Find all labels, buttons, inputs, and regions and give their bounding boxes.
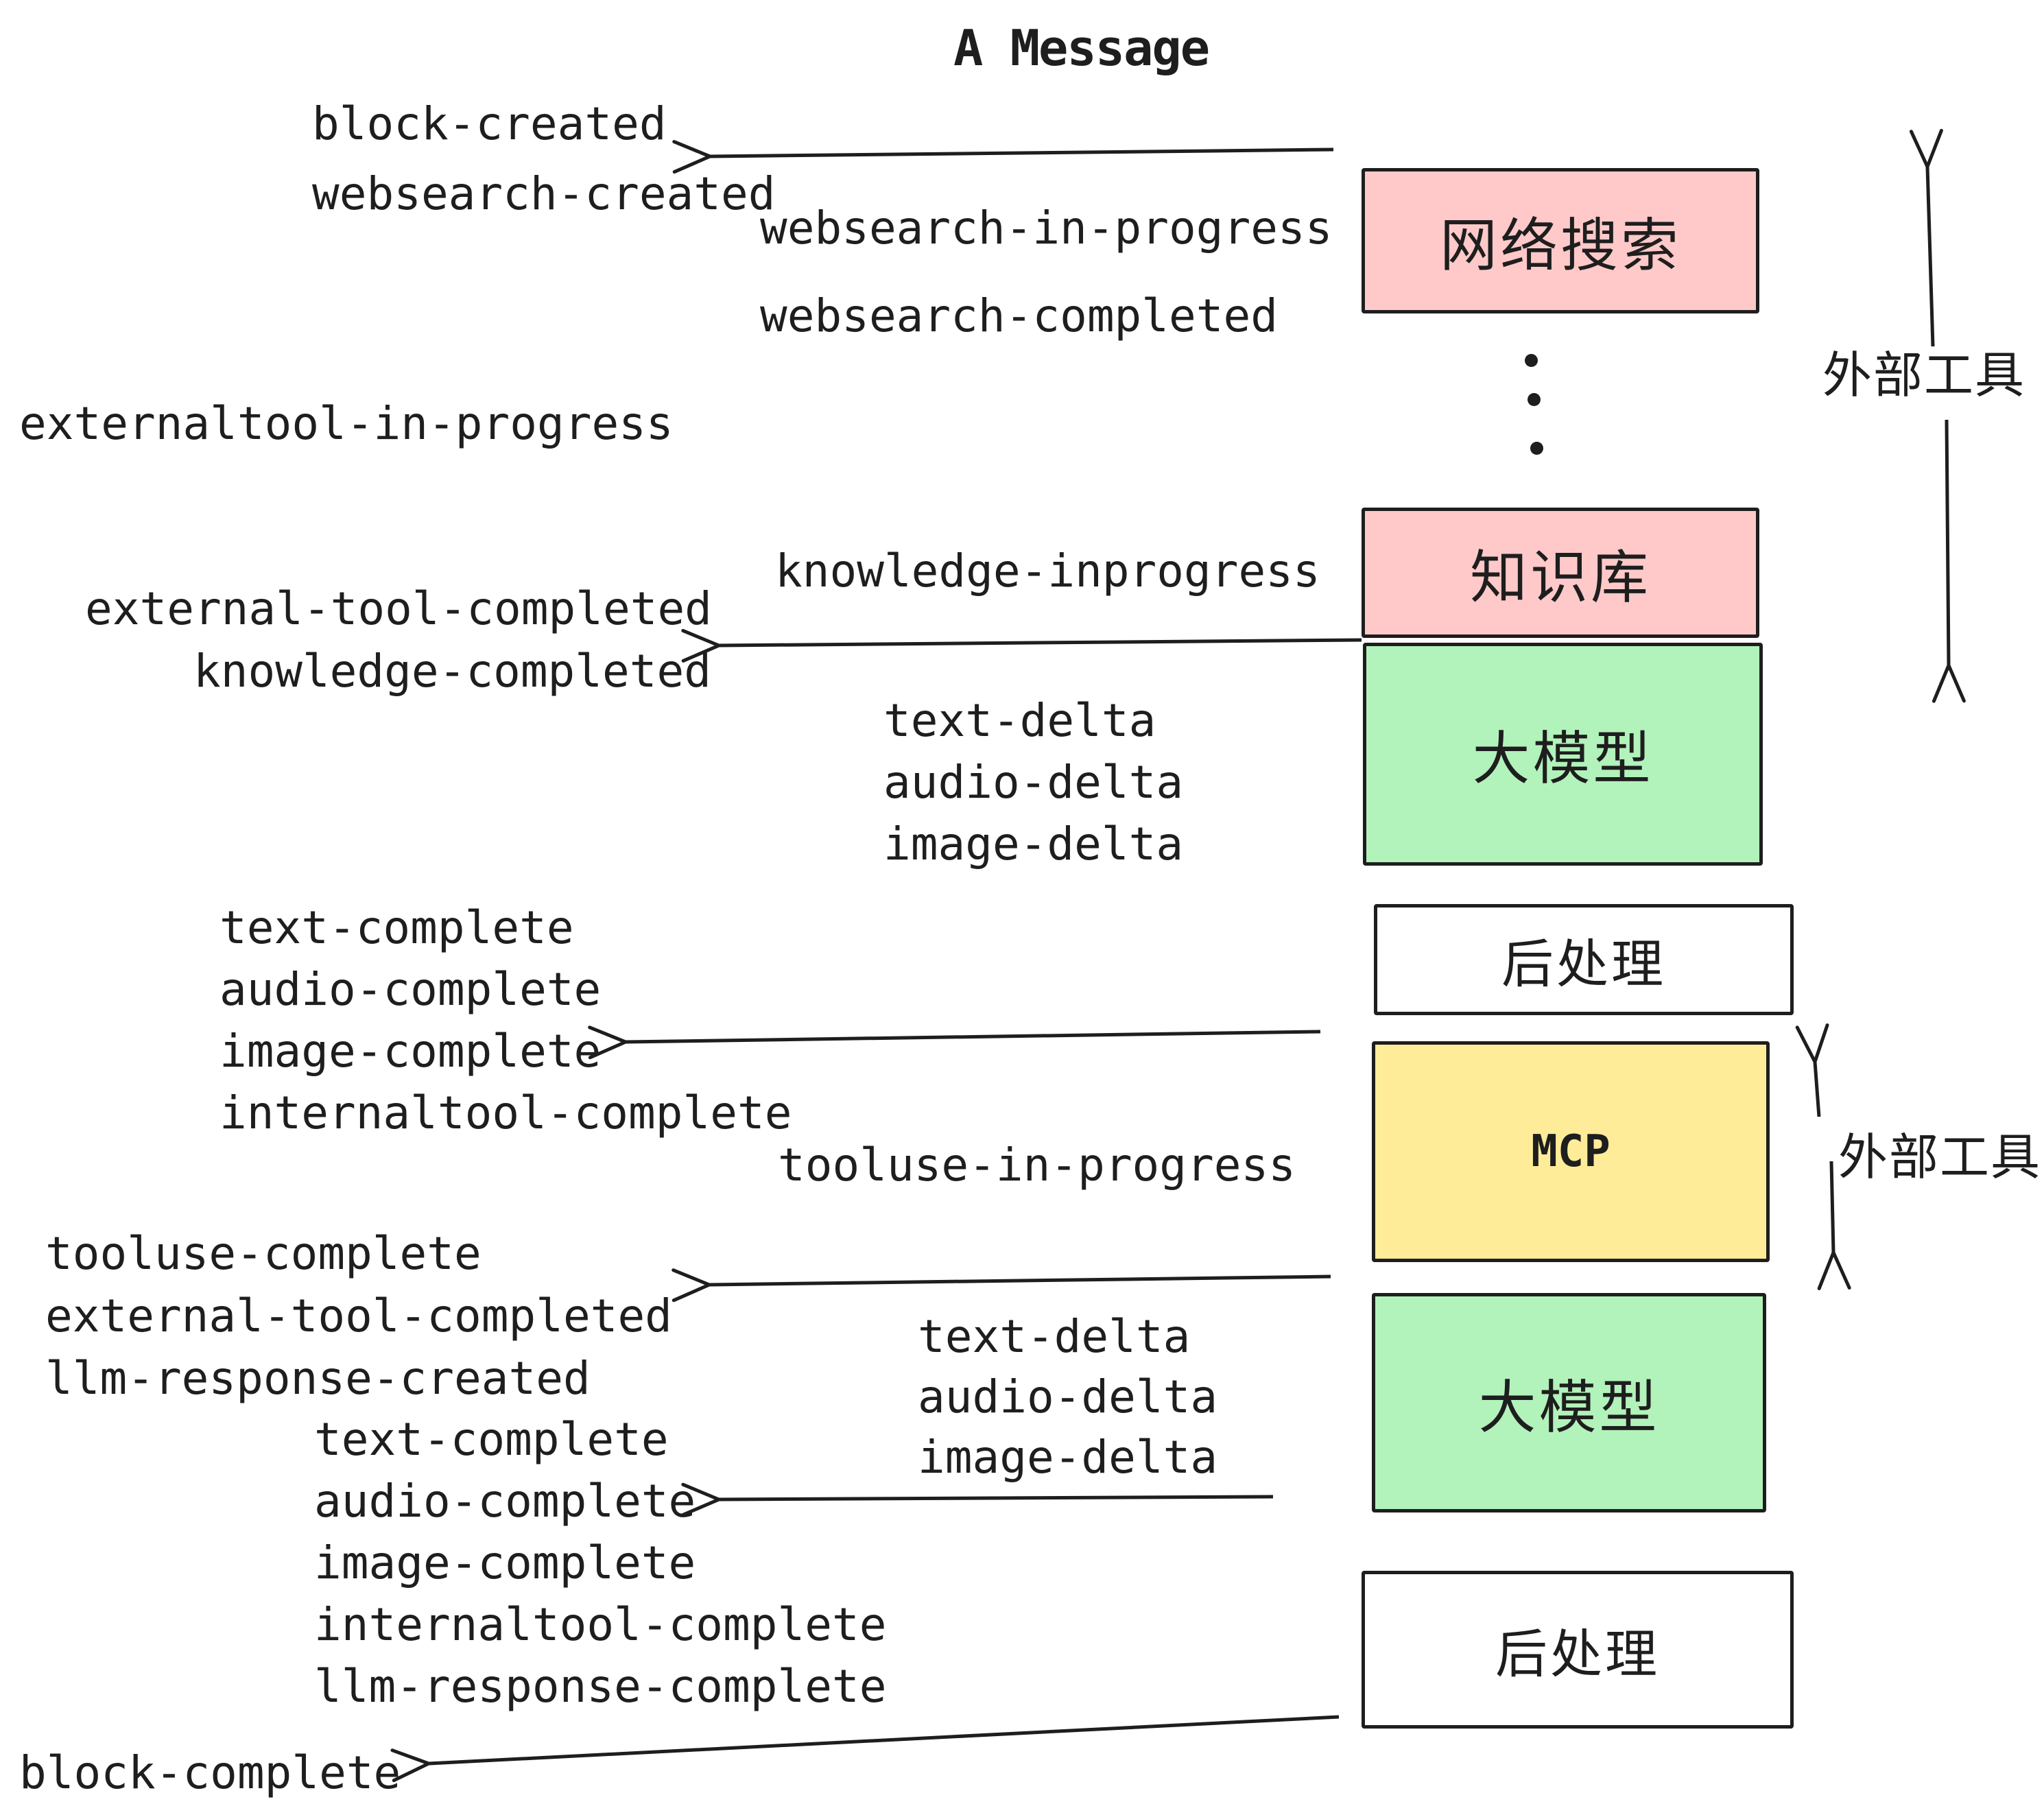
event-text-complete-1: text-complete xyxy=(219,901,574,954)
event-text-complete-2: text-complete xyxy=(314,1413,669,1466)
event-tooluse-in-progress: tooluse-in-progress xyxy=(778,1139,1296,1191)
dot-icon xyxy=(1528,393,1541,406)
event-image-complete-1: image-complete xyxy=(219,1025,602,1078)
event-knowledge-inprogress: knowledge-inprogress xyxy=(775,545,1320,597)
box-knowledge-base: 知识库 xyxy=(1362,508,1759,638)
event-image-complete-2: image-complete xyxy=(314,1536,696,1589)
event-text-delta-1: text-delta xyxy=(883,694,1156,747)
arrow-internal-complete-left xyxy=(588,1025,1321,1060)
arrow-knowledge-completed-left xyxy=(681,628,1362,663)
arrow-websearch-created-left xyxy=(672,140,1334,174)
event-audio-complete-2: audio-complete xyxy=(314,1475,696,1528)
box-postprocess-2-label: 后处理 xyxy=(1495,1624,1660,1685)
box-mcp-label: MCP xyxy=(1531,1126,1611,1177)
event-websearch-completed: websearch-completed xyxy=(760,289,1278,342)
event-image-delta-1: image-delta xyxy=(883,818,1184,870)
arrow-block-complete-left xyxy=(390,1715,1340,1783)
event-image-delta-2: image-delta xyxy=(918,1431,1218,1484)
event-audio-delta-2: audio-delta xyxy=(918,1370,1218,1423)
box-postprocess-2: 后处理 xyxy=(1362,1571,1794,1729)
event-audio-complete-1: audio-complete xyxy=(219,963,602,1016)
box-llm-1-label: 大模型 xyxy=(1472,725,1654,792)
box-postprocess-1: 后处理 xyxy=(1374,904,1794,1015)
event-external-tool-completed: external-tool-completed xyxy=(85,582,712,635)
box-llm-2-label: 大模型 xyxy=(1478,1373,1660,1441)
event-block-complete: block-complete xyxy=(19,1746,401,1799)
arrow-external-tools-down-1 xyxy=(1932,419,1966,703)
box-mcp: MCP xyxy=(1372,1041,1770,1262)
event-internaltool-complete-1: internaltool-complete xyxy=(219,1087,792,1139)
diagram-title: A Message xyxy=(953,19,1210,77)
box-websearch: 网络搜索 xyxy=(1362,168,1759,313)
event-external-tool-completed-2: external-tool-completed xyxy=(45,1290,672,1342)
event-externaltool-in-progress: externaltool-in-progress xyxy=(19,397,674,450)
arrow-external-tools-up-1 xyxy=(1909,128,1943,347)
arrow-tooluse-complete-left xyxy=(672,1268,1331,1303)
box-websearch-label: 网络搜索 xyxy=(1439,211,1681,279)
event-llm-response-created: llm-response-created xyxy=(45,1352,591,1405)
dot-icon xyxy=(1525,354,1538,367)
arrow-external-tools-up-2 xyxy=(1795,1023,1829,1117)
event-websearch-created: websearch-created xyxy=(312,167,776,220)
event-knowledge-completed: knowledge-completed xyxy=(193,645,711,698)
box-llm-2: 大模型 xyxy=(1372,1293,1766,1512)
box-knowledge-base-label: 知识库 xyxy=(1469,543,1651,611)
arrow-llm2-complete-left xyxy=(681,1482,1274,1517)
external-tools-label-1: 外部工具 xyxy=(1822,346,2026,404)
event-block-created: block-created xyxy=(312,97,667,150)
event-audio-delta-1: audio-delta xyxy=(883,756,1184,809)
arrow-external-tools-down-2 xyxy=(1817,1161,1851,1290)
box-postprocess-1-label: 后处理 xyxy=(1501,934,1666,995)
event-websearch-in-progress: websearch-in-progress xyxy=(760,202,1333,254)
box-llm-1: 大模型 xyxy=(1363,643,1763,866)
event-tooluse-complete: tooluse-complete xyxy=(45,1227,482,1280)
external-tools-label-2: 外部工具 xyxy=(1838,1128,2042,1186)
event-internaltool-complete-2: internaltool-complete xyxy=(314,1598,887,1651)
event-text-delta-2: text-delta xyxy=(918,1310,1191,1363)
event-llm-response-complete: llm-response-complete xyxy=(314,1660,887,1713)
dot-icon xyxy=(1530,442,1543,455)
